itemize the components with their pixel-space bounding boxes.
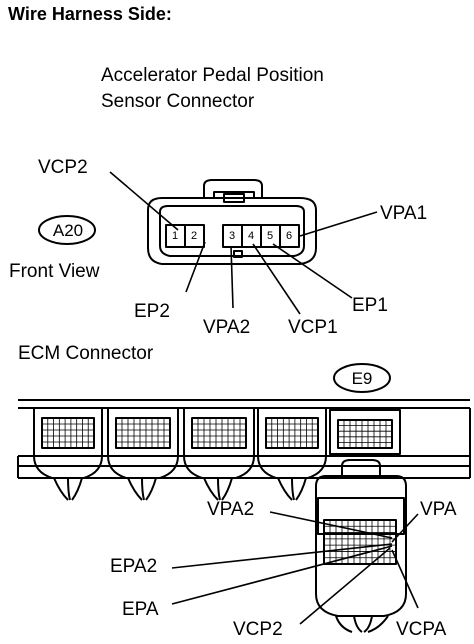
label-vpa2-ecm: VPA2 — [207, 499, 255, 520]
apps-pin-1: 1 — [171, 230, 179, 242]
label-vpa1: VPA1 — [380, 203, 428, 224]
apps-connector-body — [147, 179, 317, 265]
page-title: Wire Harness Side: — [8, 4, 172, 24]
label-vpa2-apps: VPA2 — [203, 317, 251, 338]
ecm-connector-title: ECM Connector — [18, 343, 154, 364]
apps-pin-5: 5 — [266, 230, 274, 242]
apps-pin-2: 2 — [190, 230, 198, 242]
label-ep2: EP2 — [134, 301, 170, 322]
apps-code-badge — [38, 215, 96, 245]
label-epa2: EPA2 — [110, 556, 158, 577]
apps-pin-6: 6 — [285, 230, 293, 242]
ecm-connector-code: E9 — [351, 369, 373, 388]
label-vcp2-apps: VCP2 — [38, 157, 88, 178]
label-vcpa: VCPA — [396, 619, 447, 640]
apps-connector-title-line2: Sensor Connector — [101, 91, 255, 112]
label-vcp1: VCP1 — [288, 317, 338, 338]
label-ep1: EP1 — [352, 295, 388, 316]
label-vpa: VPA — [420, 499, 457, 520]
label-epa: EPA — [122, 599, 159, 620]
apps-connector-title-line1: Accelerator Pedal Position — [101, 65, 324, 86]
label-vcp2-ecm: VCP2 — [233, 619, 283, 640]
apps-connector-code: A20 — [52, 221, 84, 240]
apps-connector-view-label: Front View — [9, 261, 100, 282]
apps-pin-3: 3 — [228, 230, 236, 242]
apps-pin-4: 4 — [247, 230, 255, 242]
ecm-connector-body — [17, 363, 471, 633]
